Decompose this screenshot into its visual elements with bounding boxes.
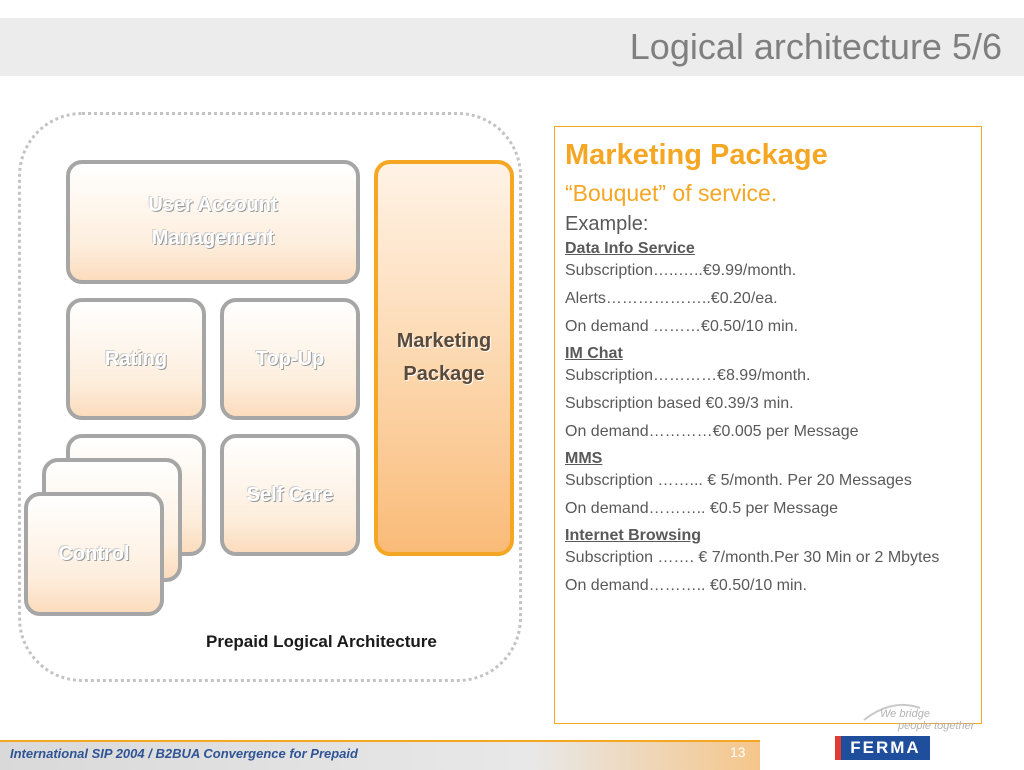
tagline: We bridge people together (880, 708, 974, 732)
architecture-caption: Prepaid Logical Architecture (206, 632, 437, 651)
price-line: Subscription…..…..€9.99/month. (565, 262, 797, 279)
tagline-line: people together (898, 720, 975, 732)
block-label: Top-Up (255, 347, 325, 370)
price-line: Subscription based €0.39/3 min. (565, 395, 794, 412)
block-label: Self Care (246, 483, 334, 506)
page-number: 13 (730, 744, 746, 760)
control-block: Control (24, 492, 164, 616)
user-account-management-block: User Account Management (66, 160, 360, 284)
footer-text: International SIP 2004 / B2BUA Convergen… (10, 746, 358, 761)
price-line: On demand……….. €0.5 per Message (565, 500, 839, 517)
marketing-package-block: Marketing Package (374, 160, 514, 556)
panel-subtitle: “Bouquet” of service. (565, 180, 778, 206)
rating-block: Rating (66, 298, 206, 420)
title-bar (0, 18, 1024, 76)
footer-bar (0, 740, 760, 770)
price-line: Subscription ……... € 5/month. Per 20 Mes… (565, 472, 912, 489)
section-heading: IM Chat (565, 345, 623, 362)
price-line: On demand…………€0.005 per Message (565, 423, 859, 440)
price-line: On demand……….. €0.50/10 min. (565, 577, 807, 594)
panel-title: Marketing Package (565, 139, 828, 171)
marketing-info-panel: Marketing Package “Bouquet” of service. … (554, 126, 982, 724)
selfcare-block: Self Care (220, 434, 360, 556)
price-line: Subscription ……. € 7/month.Per 30 Min or… (565, 549, 940, 566)
block-label: Package (403, 363, 485, 385)
swoosh-icon (863, 704, 921, 721)
section-heading: Internet Browsing (565, 527, 702, 544)
panel-example-label: Example: (565, 213, 649, 235)
block-label: Management (151, 227, 275, 249)
topup-block: Top-Up (220, 298, 360, 420)
architecture-frame (18, 112, 522, 682)
price-line: On demand ………€0.50/10 min. (565, 318, 799, 335)
block-label: Rating (104, 347, 168, 370)
price-line: Alerts………………..€0.20/ea. (565, 290, 778, 307)
ferma-logo: FERMA (835, 736, 930, 760)
block-label: User Account (148, 194, 278, 216)
section-heading: Data Info Service (565, 240, 695, 257)
block-label: Control (58, 542, 130, 565)
block-label: Marketing (396, 330, 492, 352)
tagline-line: We bridge (880, 708, 930, 720)
price-line: Subscription…………€8.99/month. (565, 367, 811, 384)
slide-title: Logical architecture 5/6 (629, 26, 1002, 67)
section-heading: MMS (565, 450, 603, 467)
